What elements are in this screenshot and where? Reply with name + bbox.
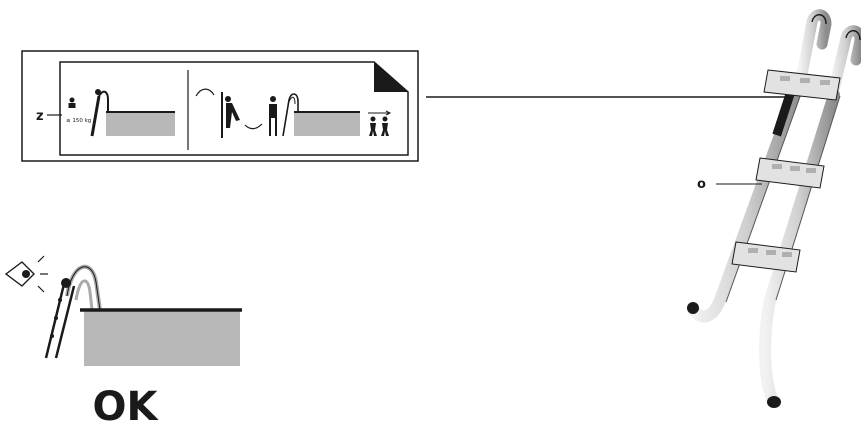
- warning-label-panel: z ≤ 150 kg: [21, 50, 419, 162]
- remove-ladder-pictogram: [195, 88, 263, 138]
- ladder-foot-left: [687, 302, 699, 314]
- label-z: z: [36, 109, 44, 124]
- pool-ladder: [687, 9, 861, 408]
- weight-limit-text: ≤ 150 kg: [66, 118, 91, 124]
- label-o: o: [697, 177, 706, 192]
- inspection-illustration: [4, 255, 242, 366]
- ladder-foot-right: [767, 396, 781, 408]
- ladder-step-2: [755, 157, 825, 189]
- warning-label-strip: [772, 91, 795, 137]
- pool-illustration: [84, 310, 240, 366]
- ladder-step-1: [763, 69, 841, 101]
- folded-corner-icon: [374, 62, 408, 92]
- ladder-step-3: [731, 241, 801, 273]
- children-prohibited-icon: [368, 110, 392, 136]
- ladder-beside-pool-pictogram: [269, 93, 360, 137]
- weight-person-icon: [68, 97, 76, 108]
- climbing-into-pool-pictogram: [90, 89, 175, 137]
- ok-label: OK: [93, 384, 160, 430]
- eye-icon: [4, 255, 48, 293]
